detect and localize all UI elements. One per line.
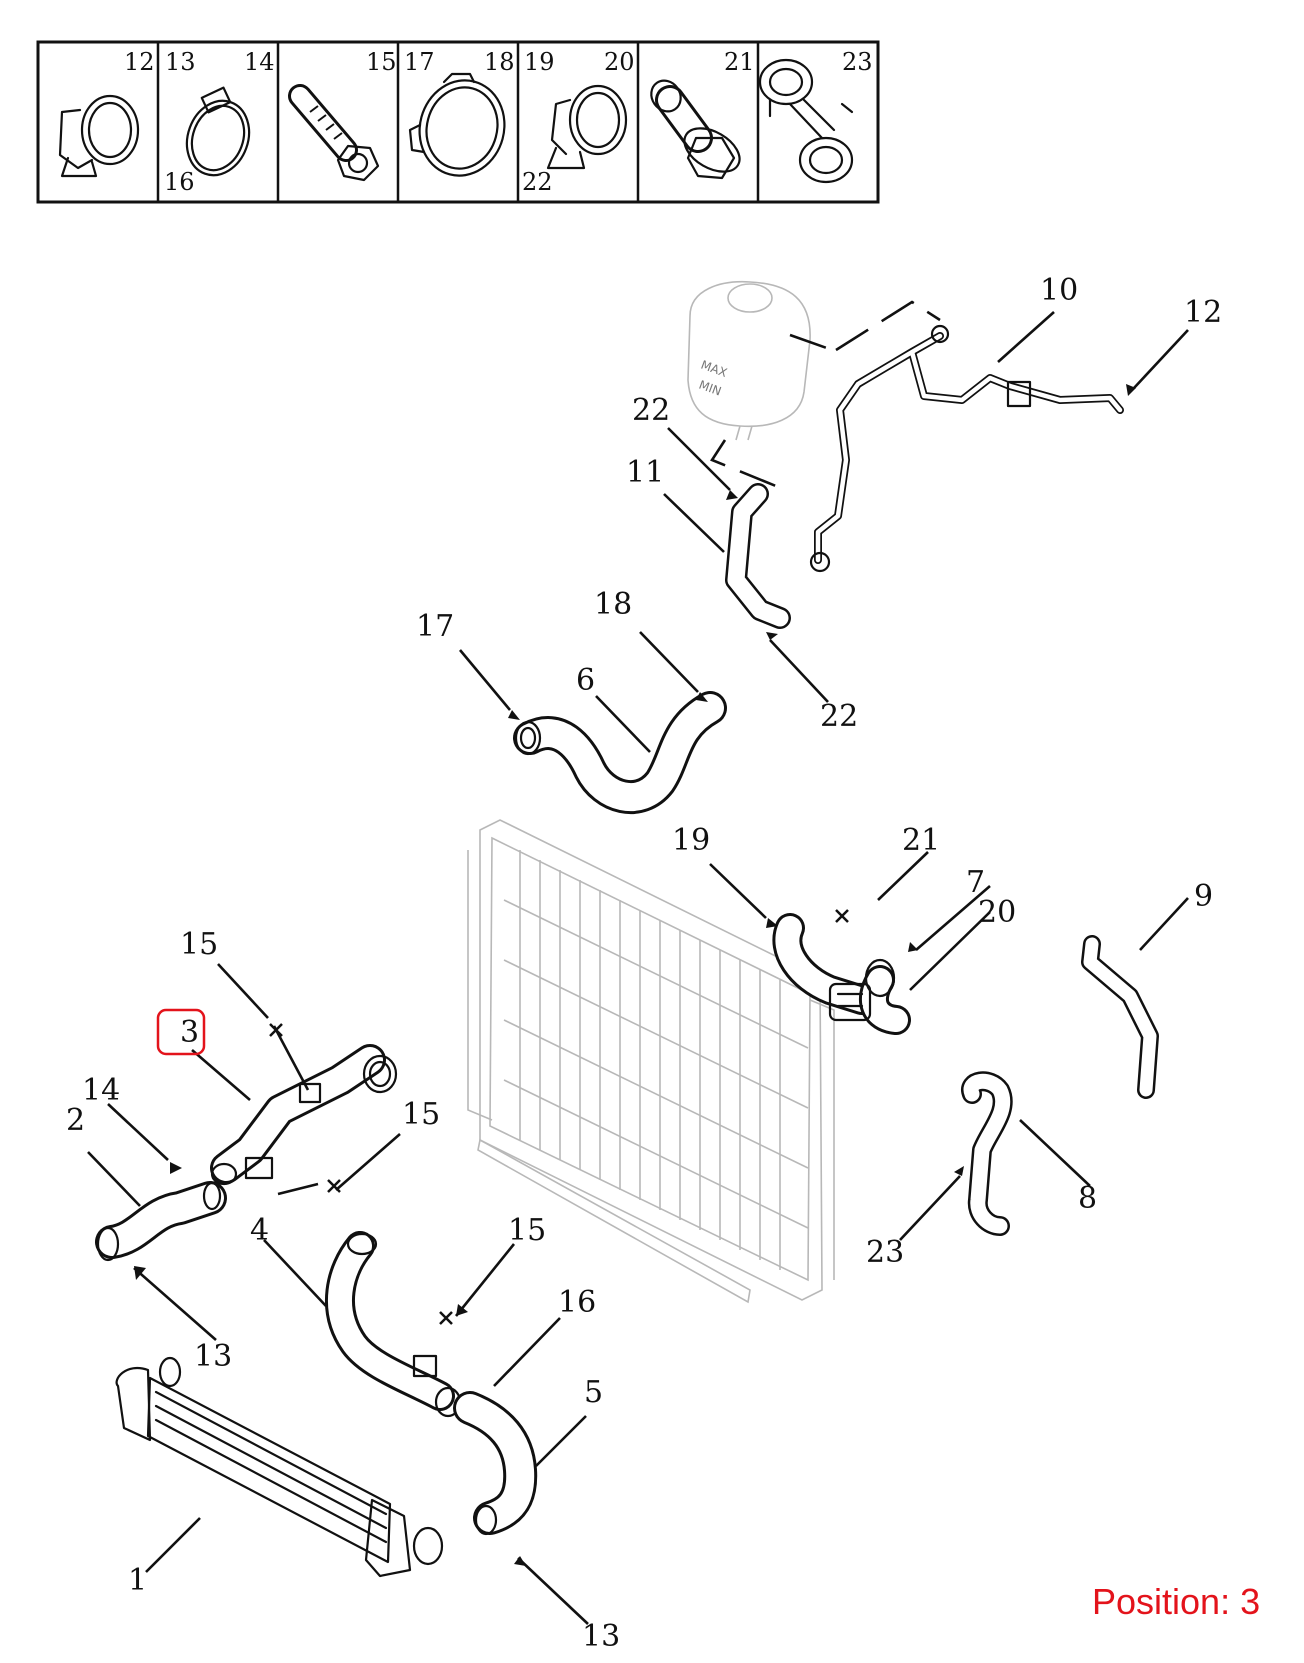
intercooler[interactable] — [115, 1356, 444, 1578]
callout-15[interactable]: 15 — [180, 927, 218, 962]
parts-table-cell-15[interactable]: 15 — [288, 48, 397, 182]
hose-4[interactable] — [325, 1231, 462, 1418]
callout-23[interactable]: 23 — [866, 1235, 904, 1270]
callout-leaders — [87, 311, 1189, 1625]
callout-1[interactable]: 1 — [128, 1563, 147, 1598]
callout-22[interactable]: 22 — [632, 393, 670, 428]
dashed-connection-lines — [710, 300, 941, 488]
callout-11[interactable]: 11 — [626, 455, 664, 490]
parts-table-label: 17 — [404, 48, 435, 76]
callout-17[interactable]: 17 — [416, 609, 454, 644]
expansion-tank[interactable]: MAX MIN — [687, 280, 811, 441]
parts-table-cell-17-18[interactable]: 17 18 — [404, 48, 515, 185]
position-indicator: Position: 3 — [1092, 1581, 1260, 1622]
hose-bracket-icon — [758, 58, 854, 184]
spring-clamp-icon — [546, 84, 628, 170]
parts-table-cell-23[interactable]: 23 — [758, 48, 873, 184]
tank-min-mark: MIN — [697, 378, 723, 399]
hose-6[interactable] — [513, 691, 727, 814]
hose-11[interactable] — [725, 483, 791, 629]
hose-5[interactable] — [453, 1391, 538, 1536]
callout-12[interactable]: 12 — [1184, 295, 1222, 330]
parts-table-label: 13 — [165, 48, 196, 76]
flange-bolt-icon — [650, 79, 741, 180]
parts-table-label: 12 — [124, 48, 155, 76]
callout-9[interactable]: 9 — [1194, 879, 1213, 914]
hose-9[interactable] — [1081, 935, 1159, 1099]
parts-table-label: 19 — [524, 48, 555, 76]
tank-max-mark: MAX — [699, 358, 729, 380]
hose-clamp-icon — [185, 86, 251, 177]
parts-table-cell-19-20-22[interactable]: 19 20 22 — [522, 48, 635, 196]
callout-16[interactable]: 16 — [558, 1285, 596, 1320]
spring-clamp-icon — [58, 94, 140, 178]
parts-table-label: 14 — [244, 48, 275, 76]
selected-callout-highlight — [156, 1008, 206, 1056]
band-clamp-icon — [408, 72, 506, 177]
callout-arrowheads — [134, 384, 1136, 1566]
parts-table-label: 18 — [484, 48, 515, 76]
callout-22[interactable]: 22 — [820, 699, 858, 734]
callout-7[interactable]: 7 — [966, 865, 985, 900]
callout-15[interactable]: 15 — [402, 1097, 440, 1132]
hose-8[interactable] — [961, 1071, 1013, 1236]
callout-3[interactable]: 3 — [180, 1015, 199, 1050]
callout-6[interactable]: 6 — [576, 663, 595, 698]
hose-7[interactable] — [772, 913, 911, 1035]
parts-table: 12 13 14 16 15 — [36, 40, 880, 204]
parts-table-label: 23 — [842, 48, 873, 76]
callout-5[interactable]: 5 — [584, 1375, 603, 1410]
callout-13[interactable]: 13 — [582, 1619, 620, 1654]
callout-18[interactable]: 18 — [594, 587, 632, 622]
hose-3[interactable] — [210, 1044, 398, 1186]
callout-4[interactable]: 4 — [250, 1213, 269, 1248]
parts-table-cell-21[interactable]: 21 — [645, 48, 755, 181]
callout-14[interactable]: 14 — [82, 1073, 120, 1108]
callout-labels: 1 2 3 4 5 6 7 8 9 10 11 12 13 13 14 15 1… — [66, 273, 1222, 1654]
callout-8[interactable]: 8 — [1078, 1181, 1097, 1216]
parts-table-label: 15 — [366, 48, 397, 76]
callout-2[interactable]: 2 — [66, 1103, 85, 1138]
threaded-bolt-icon — [288, 84, 380, 182]
parts-table-label: 22 — [522, 168, 553, 196]
hose-2[interactable] — [95, 1181, 227, 1262]
callout-13[interactable]: 13 — [194, 1339, 232, 1374]
radiator — [467, 819, 835, 1304]
parts-table-cell-12[interactable]: 12 — [58, 48, 155, 178]
callout-21[interactable]: 21 — [902, 823, 940, 858]
parts-table-label: 16 — [164, 168, 195, 196]
bolt-position-markers — [269, 909, 849, 1325]
callout-15[interactable]: 15 — [508, 1213, 546, 1248]
parts-table-cell-13-14-16[interactable]: 13 14 16 — [164, 48, 275, 196]
callout-10[interactable]: 10 — [1040, 273, 1078, 308]
hose-10-pipe[interactable] — [809, 324, 1124, 573]
parts-table-label: 21 — [724, 48, 755, 76]
parts-table-label: 20 — [604, 48, 635, 76]
callout-19[interactable]: 19 — [672, 823, 710, 858]
callout-20[interactable]: 20 — [978, 895, 1016, 930]
